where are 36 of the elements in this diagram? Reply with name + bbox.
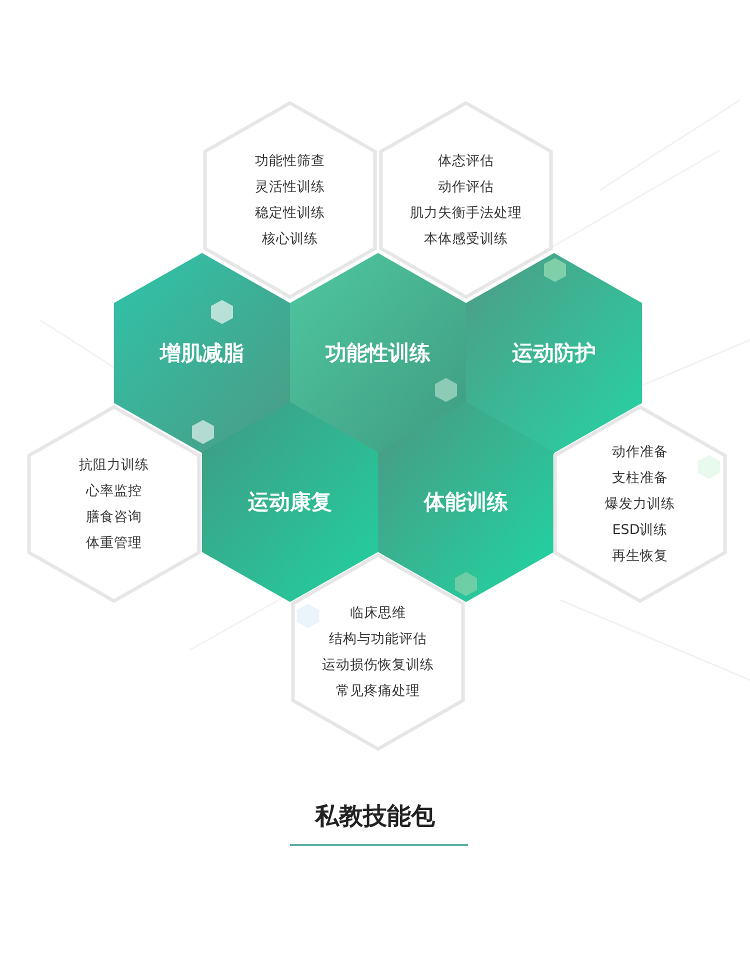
- skill-item: 肌力失衡手法处理: [410, 204, 522, 223]
- skill-item: 临床思维: [350, 604, 406, 623]
- skill-item: 本体感受训练: [424, 230, 508, 249]
- skill-item: 动作准备: [612, 443, 668, 462]
- skill-item: 核心训练: [262, 230, 318, 249]
- skill-item: 动作评估: [438, 178, 494, 197]
- skill-item: 结构与功能评估: [329, 630, 427, 649]
- diagram-title: 私教技能包: [315, 802, 435, 830]
- skill-title: 运动康复: [248, 489, 332, 516]
- skill-item: ESD训练: [612, 521, 668, 540]
- skill-hexagon: [378, 402, 554, 602]
- detail-hexagon: [378, 100, 554, 300]
- detail-hexagon: [202, 100, 378, 300]
- detail-hexagon: [552, 404, 728, 604]
- skill-item: 支柱准备: [612, 469, 668, 488]
- skill-hexagon: [202, 402, 378, 602]
- skill-item: 爆发力训练: [605, 495, 675, 514]
- detail-hexagon: [290, 552, 466, 752]
- skill-item: 抗阻力训练: [79, 456, 149, 475]
- skill-hexagon: [114, 253, 290, 453]
- detail-hexagon: [26, 404, 202, 604]
- skill-item: 常见疼痛处理: [336, 682, 420, 701]
- skill-title: 运动防护: [512, 340, 596, 367]
- skill-title: 增肌减脂: [160, 340, 244, 367]
- skill-title: 体能训练: [424, 489, 508, 516]
- skill-item: 心率监控: [86, 482, 142, 501]
- skill-item: 体态评估: [438, 152, 494, 171]
- skill-title: 功能性训练: [326, 340, 430, 367]
- skill-item: 稳定性训练: [255, 204, 325, 223]
- skill-item: 膳食咨询: [86, 508, 142, 527]
- skill-item: 再生恢复: [612, 547, 668, 566]
- skill-item: 灵活性训练: [255, 178, 325, 197]
- skill-item: 功能性筛查: [255, 152, 325, 171]
- skill-item: 体重管理: [86, 534, 142, 553]
- skill-hexagon: [290, 253, 466, 453]
- skill-item: 运动损伤恢复训练: [322, 656, 434, 675]
